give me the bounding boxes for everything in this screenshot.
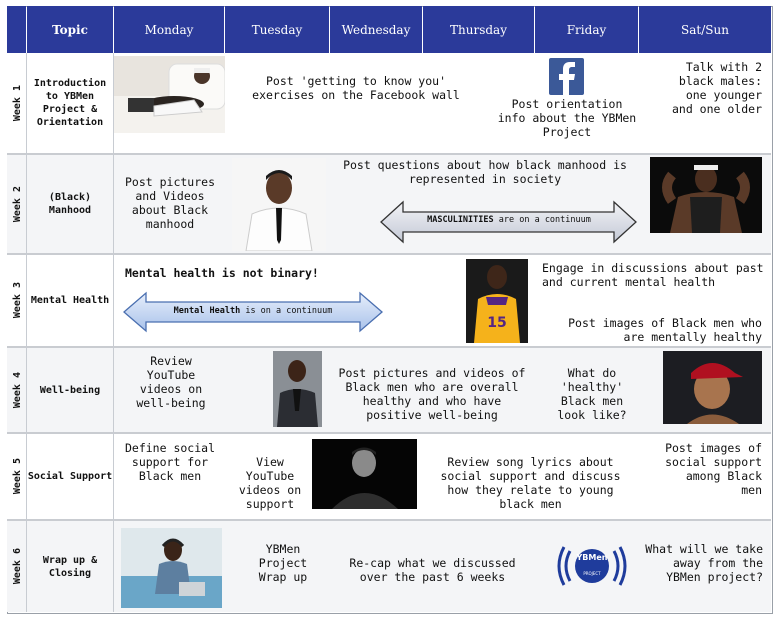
week-5-song-lyrics: Review song lyrics about social support … <box>440 455 621 511</box>
week-5-label: Week 5 <box>11 458 23 495</box>
week-4-topic: Well-being <box>39 384 101 396</box>
week-1-talk-task: Talk with 2 black males: one younger and… <box>671 60 762 116</box>
week-6-wrap-up: YBMen Project Wrap up <box>258 542 308 584</box>
column-divider <box>113 53 114 612</box>
photo-man-in-suit <box>273 351 322 427</box>
week-5-define-support: Define social support for Black men <box>124 441 215 483</box>
week-4-review-youtube: Review YouTube videos on well-being <box>136 354 206 410</box>
week-4-label: Week 4 <box>11 371 23 409</box>
week-1-orientation-info: Post orientation info about the YBMen Pr… <box>497 97 637 139</box>
week-6-label: Week 6 <box>11 548 23 585</box>
masculinities-arrow-label: MASCULINITIES are on a continuum <box>427 215 591 225</box>
week-2-topic: (Black) Manhood <box>48 192 92 216</box>
week-3-discussions: Engage in discussions about past and cur… <box>542 261 764 289</box>
facebook-icon <box>549 58 584 95</box>
row-divider <box>7 346 771 348</box>
week-1-wall-exercise: Post 'getting to know you' exercises on … <box>252 74 460 102</box>
mental-health-continuum-arrow <box>123 291 383 333</box>
header-corner <box>7 6 26 53</box>
week-1-label: Week 1 <box>11 84 23 122</box>
ybmen-logo-subtext: PROJECT <box>583 571 601 576</box>
row-divider <box>7 519 771 521</box>
photo-basketball-player-flexing <box>650 157 762 233</box>
week-5-post-images: Post images of social support among Blac… <box>665 441 762 497</box>
row-divider <box>7 253 771 255</box>
photo-young-man-shirt-tie <box>232 158 326 251</box>
header-weekend: Sat/Sun <box>639 6 771 53</box>
ybmen-project-logo <box>557 546 627 586</box>
masculinities-continuum-arrow <box>380 200 637 244</box>
week-3-topic: Mental Health <box>30 295 110 306</box>
week-4-post-pictures: Post pictures and videos of Black men wh… <box>338 366 526 422</box>
header-tuesday: Tuesday <box>225 6 329 53</box>
week-2-label: Week 2 <box>11 185 23 223</box>
mental-health-arrow-label: Mental Health is on a continuum <box>173 306 333 316</box>
ybmen-logo-text: YBMen <box>576 553 608 562</box>
column-divider <box>26 53 27 612</box>
photo-man-with-cap <box>663 351 762 424</box>
week-4-question: What do 'healthy' Black men look like? <box>557 366 627 422</box>
week-3-label: Week 3 <box>11 282 23 319</box>
header-monday: Monday <box>114 6 224 53</box>
header-friday: Friday <box>535 6 638 53</box>
header-topic: Topic <box>27 6 113 53</box>
row-divider <box>7 153 771 155</box>
row-divider <box>7 432 771 434</box>
week-5-topic: Social Support <box>27 471 113 482</box>
week-2-row <box>7 155 771 253</box>
week-6-takeaway: What will we take away from the YBMen pr… <box>645 542 763 584</box>
week-4-row <box>7 348 771 432</box>
photo-man-black-and-white <box>312 439 417 509</box>
week-3-not-binary: Mental health is not binary! <box>125 266 319 280</box>
photo-man-on-couch-with-laptop <box>114 56 225 133</box>
week-3-post-images: Post images of Black men who are mentall… <box>568 316 762 344</box>
week-2-post-pictures: Post pictures and Videos about Black man… <box>124 175 215 231</box>
week-6-topic: Wrap up & Closing <box>42 554 98 579</box>
header-thursday: Thursday <box>423 6 534 53</box>
photo-lakers-player: 15 <box>466 259 528 343</box>
week-6-recap: Re-cap what we discussed over the past 6… <box>349 556 516 584</box>
week-5-view-youtube: View YouTube videos on support <box>238 455 302 511</box>
photo-man-with-laptop-headphones <box>121 528 222 608</box>
week-1-topic: Introduction to YBMen Project & Orientat… <box>33 78 107 128</box>
svg-text:15: 15 <box>487 315 506 331</box>
week-3-row <box>7 255 771 346</box>
week-2-questions: Post questions about how black manhood i… <box>343 158 627 186</box>
header-wednesday: Wednesday <box>330 6 422 53</box>
